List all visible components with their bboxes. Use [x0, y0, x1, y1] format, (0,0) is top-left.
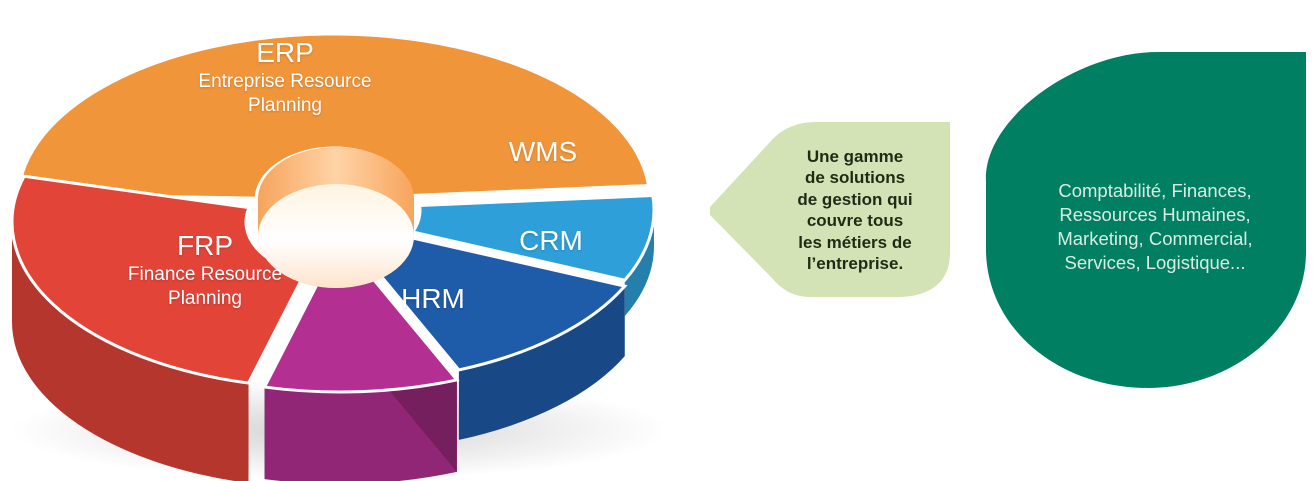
tag-line-1: Une gamme	[806, 147, 904, 166]
circle-line-4: Services, Logistique...	[1064, 252, 1246, 274]
frp-subtitle-line-1: Finance Resource	[127, 264, 283, 286]
ring-hole	[258, 147, 414, 288]
circle-line-1: Comptabilité, Finances,	[1058, 180, 1252, 201]
wms-segment-label: WMS	[488, 136, 598, 168]
wms-segment	[410, 193, 656, 282]
frp-segment	[10, 174, 308, 385]
solutions-tag-text: Une gamme de solutions de gestion qui co…	[792, 146, 918, 274]
crm-segment-side	[458, 286, 625, 440]
hrm-title: HRM	[401, 283, 465, 314]
tag-line-5: les métiers de	[798, 232, 912, 252]
callout-group: Une gamme de solutions de gestion qui co…	[700, 0, 1316, 481]
crm-segment-label: CRM	[496, 225, 606, 257]
erp-title: ERP	[256, 37, 314, 68]
tag-line-2: de solutions	[804, 168, 906, 188]
erp-subtitle-line-1: Entreprise Resource	[198, 71, 372, 93]
domains-circle-bubble	[985, 52, 1306, 388]
frp-segment-label: FRP Finance Resource Planning	[75, 230, 335, 310]
tag-line-4: couvre tous	[806, 211, 904, 231]
erp-ring-diagram	[10, 32, 670, 481]
tag-line-3: de gestion qui	[797, 189, 913, 209]
circle-line-3: Marketing, Commercial,	[1057, 228, 1253, 250]
tag-line-6: l’entreprise.	[806, 254, 904, 274]
erp-subtitle-line-2: Planning	[248, 95, 322, 117]
wms-title: WMS	[508, 136, 578, 167]
circle-line-2: Ressources Humaines,	[1059, 204, 1251, 226]
frp-title: FRP	[177, 230, 233, 261]
frp-segment-side	[12, 222, 249, 481]
erp-segment-label: ERP Entreprise Resource Planning	[140, 37, 430, 117]
solutions-tag-bubble	[710, 122, 950, 297]
frp-subtitle-line-2: Planning	[168, 288, 242, 310]
domains-circle-text: Comptabilité, Finances, Ressources Humai…	[996, 179, 1314, 275]
ring-inner-floor	[258, 184, 414, 288]
crm-title: CRM	[519, 225, 583, 256]
hrm-segment-label: HRM	[378, 283, 488, 315]
